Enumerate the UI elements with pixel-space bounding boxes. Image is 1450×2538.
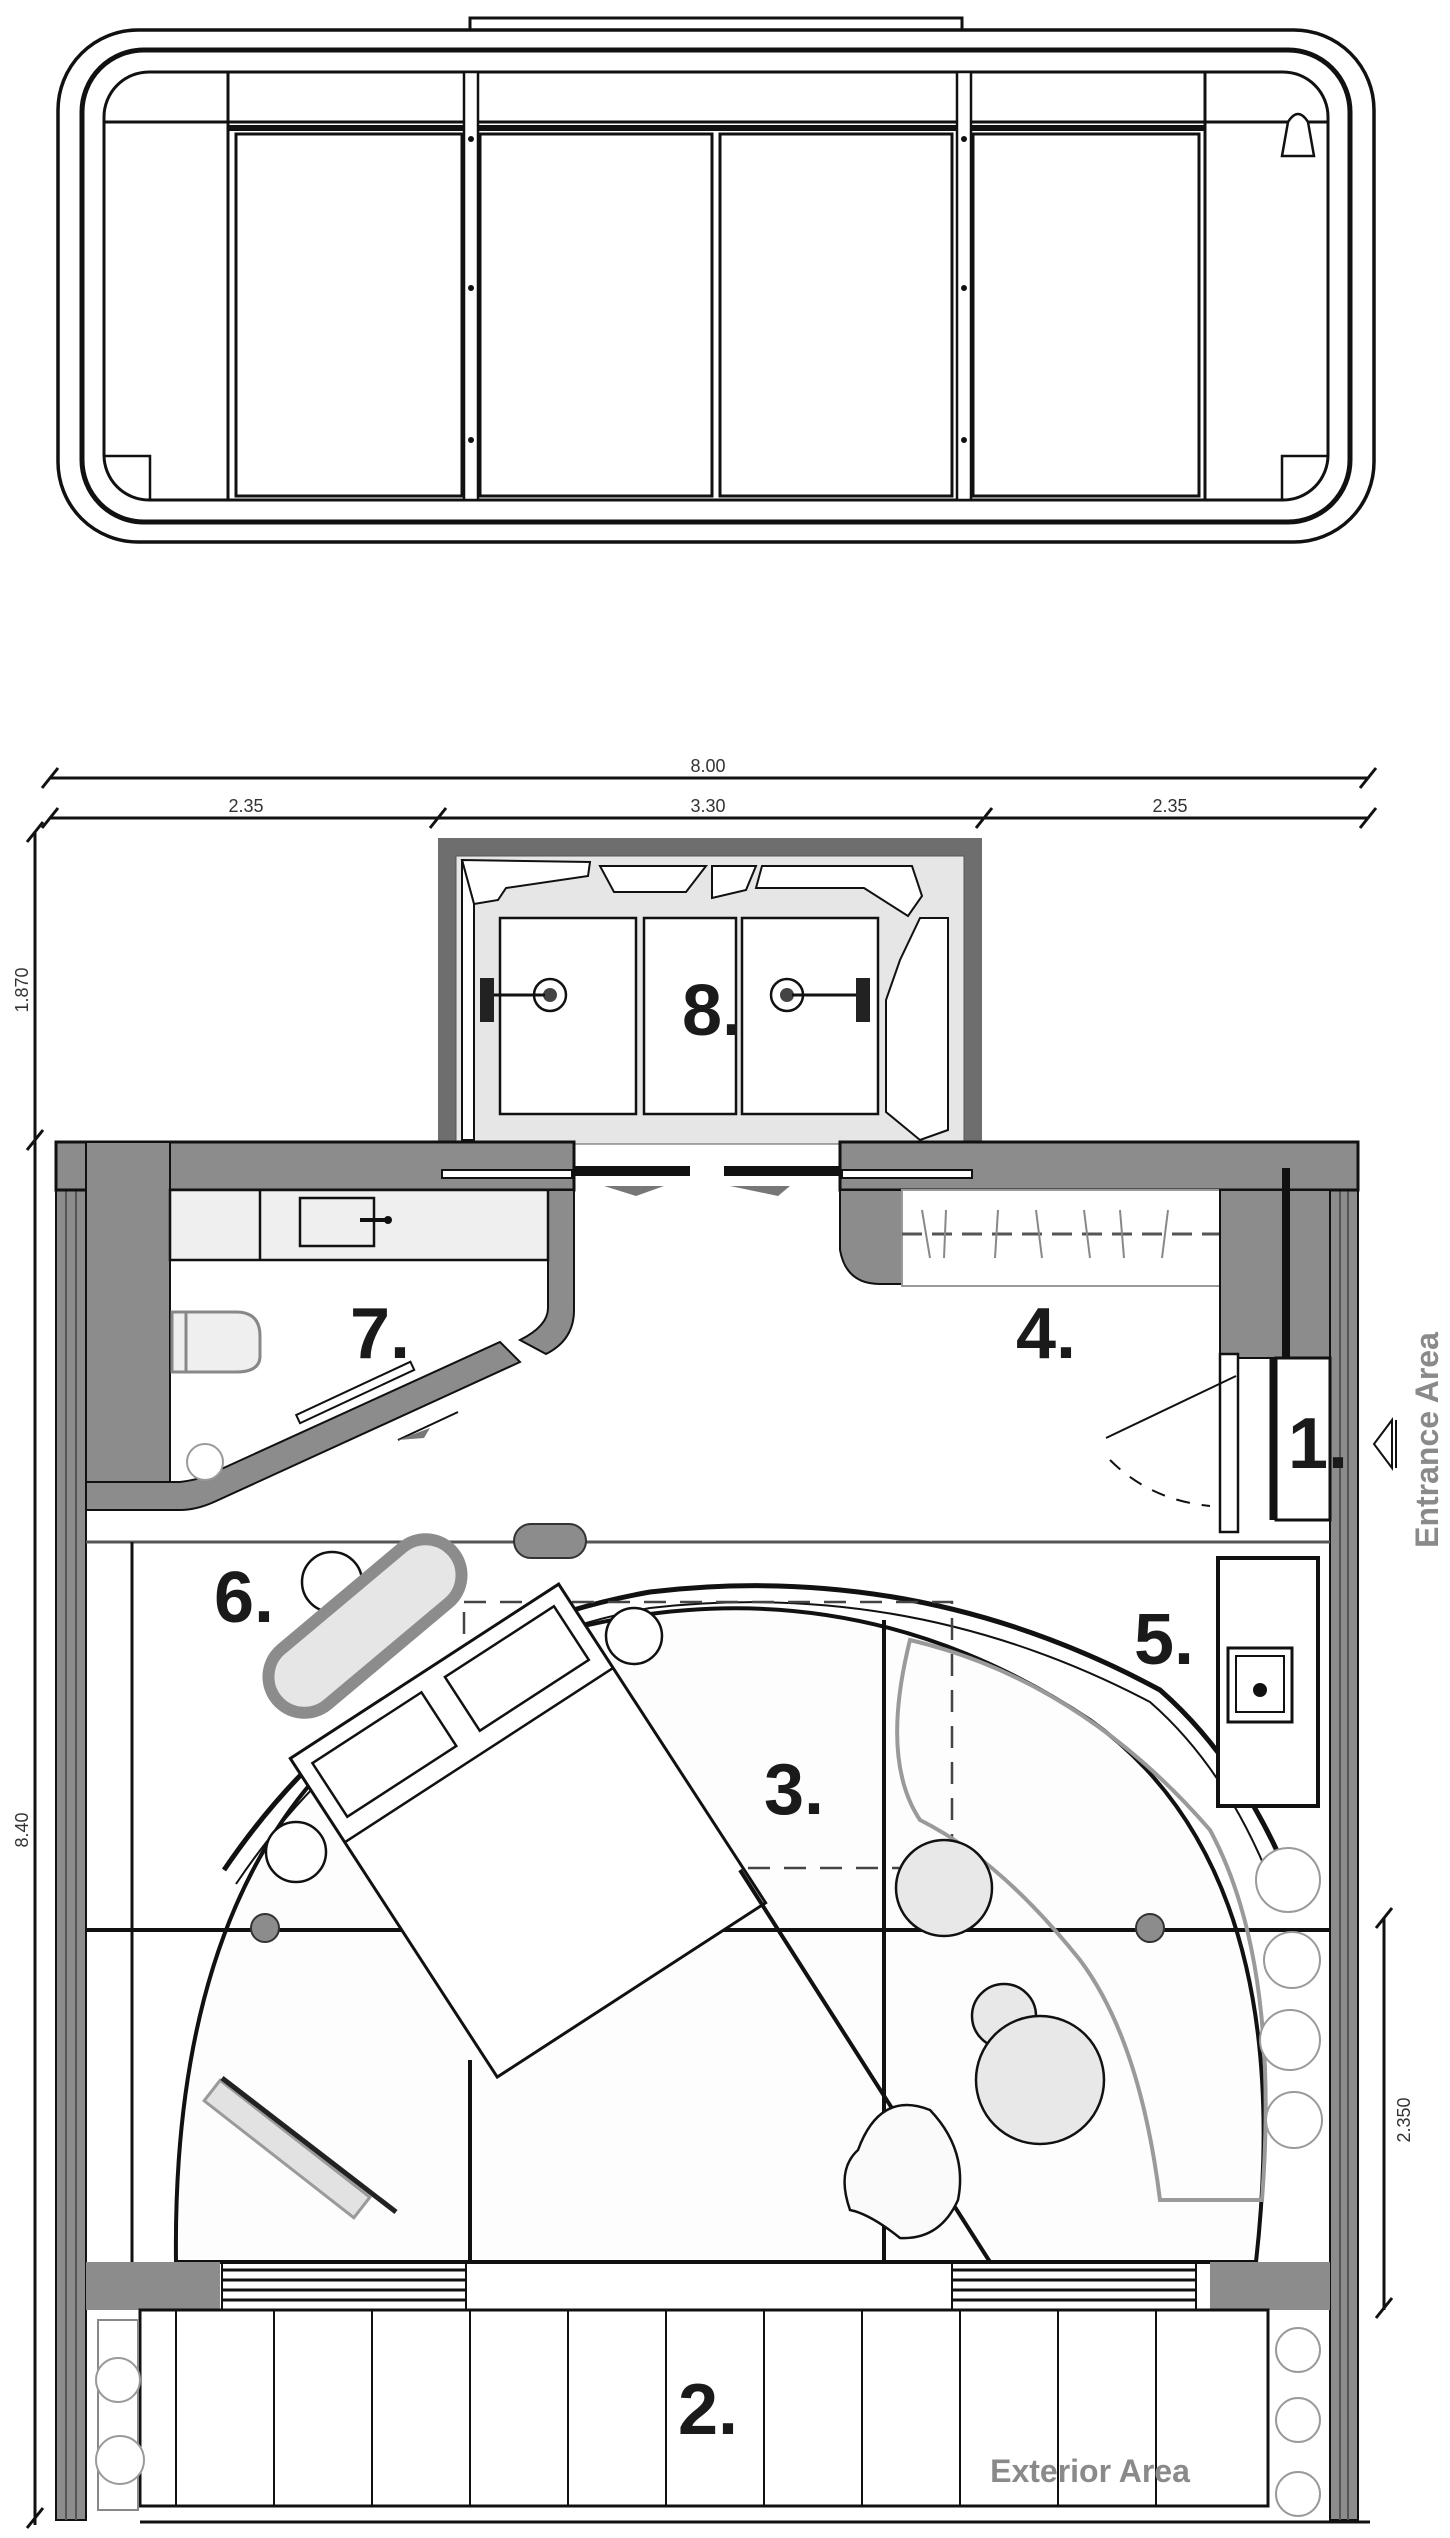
dim-width-left: 2.35 <box>228 796 263 816</box>
plant-icon <box>1259 2009 1321 2071</box>
room-label-5: 5. <box>1134 1600 1194 1680</box>
room-label-7: 7. <box>350 1294 410 1374</box>
dim-width-center: 3.30 <box>690 796 725 816</box>
dimension-lines: 8.00 2.35 3.30 2.35 1.870 8.40 2.350 <box>12 756 1414 2529</box>
plant-icon <box>1275 2327 1321 2373</box>
dim-width-right: 2.35 <box>1152 796 1187 816</box>
room-8-bathroom: 8. <box>438 838 982 1145</box>
roof-cap <box>468 16 964 32</box>
plant-icon <box>1265 2091 1323 2149</box>
room-6-bathtub: 6. <box>214 1533 468 1719</box>
curved-sofa-icon <box>895 1637 1268 2202</box>
room-label-2: 2. <box>678 2370 738 2450</box>
clothes-rack-icon <box>202 2078 372 2220</box>
toilet-icon <box>170 1310 262 1374</box>
room-label-3: 3. <box>764 1750 824 1830</box>
plant-icon <box>1275 2471 1321 2517</box>
glass-panels <box>234 132 1201 498</box>
room-1-entrance: 1. Entrance Area <box>1269 1332 1445 1548</box>
plant-icon <box>186 1443 224 1481</box>
dim-bathroom-depth: 1.870 <box>12 967 32 1012</box>
plant-icon <box>1263 1931 1321 1989</box>
front-wall <box>86 2261 1330 2311</box>
room-4-wardrobe: 4. <box>839 1168 1331 1534</box>
exterior-area-label: Exterior Area <box>990 2453 1190 2489</box>
plant-icon <box>1255 1847 1321 1913</box>
bed-icon <box>288 1582 768 2080</box>
dim-overall-depth: 8.40 <box>12 1812 32 1847</box>
room-label-6: 6. <box>214 1558 274 1638</box>
coffee-table-icon <box>974 2014 1106 2146</box>
hanger-icons <box>921 1209 1169 1259</box>
room-7-wc: 7. <box>85 1141 575 1511</box>
shower-head-right-icon <box>769 977 870 1022</box>
armchair-icon <box>843 2103 962 2240</box>
nightstand-icon <box>264 1820 328 1884</box>
room-2-terrace: 2. Exterior Area <box>95 2308 1370 2524</box>
shell-mid <box>79 47 1353 525</box>
front-elevation <box>56 16 1376 544</box>
shell-inner <box>102 70 1330 502</box>
bathtub-icon <box>262 1533 468 1719</box>
room-5-kitchenette: 5. <box>1134 1556 1323 2149</box>
room-3-living: 3. <box>86 1542 1330 2264</box>
plant-icon <box>95 2357 141 2403</box>
column-icon <box>1135 1913 1165 1943</box>
dim-overall-width: 8.00 <box>690 756 725 776</box>
room-label-4: 4. <box>1016 1294 1076 1374</box>
wall-lamp-icon <box>1280 112 1316 158</box>
dim-exterior-depth: 2.350 <box>1394 2097 1414 2142</box>
side-table-icon <box>894 1838 994 1938</box>
room-label-8: 8. <box>682 971 742 1051</box>
nightstand-icon <box>604 1606 664 1666</box>
shower-head-left-icon <box>480 977 568 1022</box>
triangle-left-icon <box>1372 1417 1393 1471</box>
plant-icon <box>1275 2397 1321 2443</box>
plant-icon <box>95 2435 145 2485</box>
shell-outer <box>56 28 1376 544</box>
entrance-area-label: Entrance Area <box>1409 1332 1445 1548</box>
column-icon <box>250 1913 280 1943</box>
ceiling-light-icon <box>513 1523 587 1559</box>
room-label-1: 1. <box>1288 1404 1348 1484</box>
